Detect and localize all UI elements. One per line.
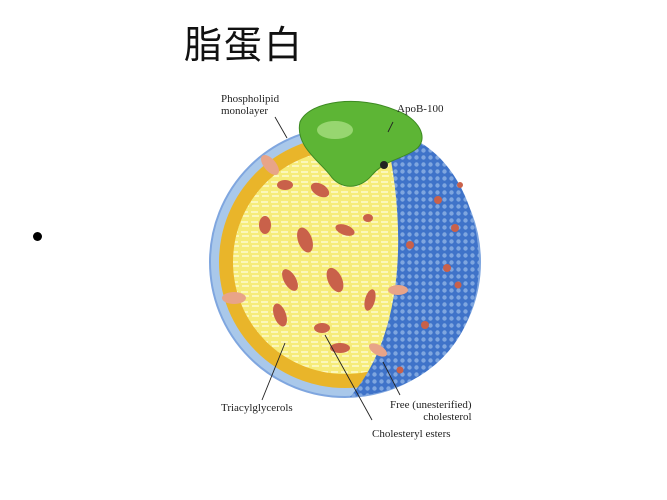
free-cholesterol [222, 155, 408, 357]
label-triacylglycerols: Triacylglycerols [221, 402, 293, 414]
label-phospholipid-monolayer: Phospholipid monolayer [221, 93, 280, 117]
surface-monolayer [350, 130, 479, 397]
cholesteryl-esters [259, 180, 376, 353]
slide-title: 脂蛋白 [184, 23, 305, 67]
label-apob-100: ApoB-100 [397, 103, 444, 115]
label-free-cholesterol: Free (unesterified) cholesterol [390, 399, 472, 423]
bullet-point [33, 232, 42, 241]
label-cholesteryl-esters: Cholesteryl esters [372, 428, 451, 440]
